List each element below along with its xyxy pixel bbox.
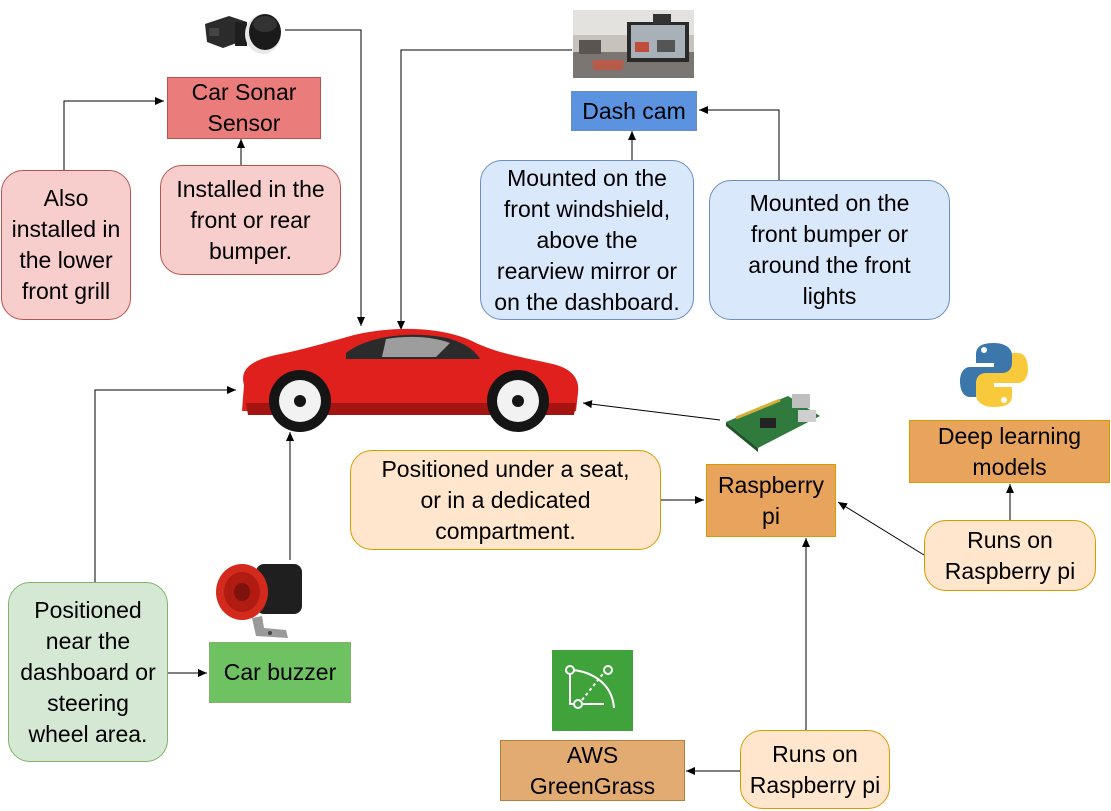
greengrass-runs-on-pi-note: Runs on Raspberry pi [740,730,890,809]
connector-dashcam-image-to-car [397,49,572,330]
car-image [242,328,579,432]
dash-cam-box: Dash cam [571,91,697,131]
sonar-bumper-note: Installed in the front or rear bumper. [160,165,341,275]
car-buzzer-box: Car buzzer [209,642,351,703]
greengrass-runs-on-pi-note-text: Runs on Raspberry pi [749,740,881,798]
pi-position-note-text: Positioned under a seat, or in a dedicat… [381,455,630,544]
dl-runs-on-pi-note: Runs on Raspberry pi [924,520,1096,591]
dashcam-bumper-note: Mounted on the front bumper or around th… [709,180,950,320]
dash-cam-image [573,10,694,78]
dash-cam-label: Dash cam [582,97,686,124]
deep-learning-models-box: Deep learning models [909,420,1110,483]
dashcam-bumper-note-text: Mounted on the front bumper or around th… [748,190,911,309]
dashcam-windshield-note: Mounted on the front windshield, above t… [480,160,694,320]
aws-greengrass-box: AWS GreenGrass [500,740,685,801]
buzzer-position-note-text: Positioned near the dashboard or steerin… [20,596,156,747]
connector-grill-note-to-sonar [63,97,164,170]
connector-sonar-image-to-car [285,29,365,326]
car-sonar-sensor-box: Car Sonar Sensor [167,77,321,139]
raspberry-pi-box: Raspberry pi [706,464,836,537]
buzzer-image [216,564,302,638]
python-logo [960,343,1028,407]
sonar-sensor-image [205,14,281,54]
dashcam-windshield-note-text: Mounted on the front windshield, above t… [494,164,680,315]
aws-greengrass-label: AWS GreenGrass [529,741,656,799]
aws-greengrass-icon [552,650,633,731]
connector-buzzer-note-to-car [94,386,236,582]
raspberry-pi-board-image [726,394,820,452]
buzzer-position-note: Positioned near the dashboard or steerin… [8,582,168,762]
car-buzzer-label: Car buzzer [223,659,337,685]
connector-bumper-note-to-dashcam [699,106,780,180]
sonar-grill-note-text: Also installed in the lower front grill [11,185,121,304]
raspberry-pi-label: Raspberry pi [717,471,825,529]
connector-pi-image-to-car [582,400,721,421]
deep-learning-models-label: Deep learning models [937,422,1082,480]
sonar-bumper-note-text: Installed in the front or rear bumper. [176,175,325,264]
car-sonar-sensor-label: Car Sonar Sensor [191,79,297,136]
dl-runs-on-pi-note-text: Runs on Raspberry pi [944,526,1076,584]
pi-position-note: Positioned under a seat, or in a dedicat… [350,450,661,550]
sonar-grill-note: Also installed in the lower front grill [1,170,131,320]
connector-dl-note-to-pi [837,501,925,556]
